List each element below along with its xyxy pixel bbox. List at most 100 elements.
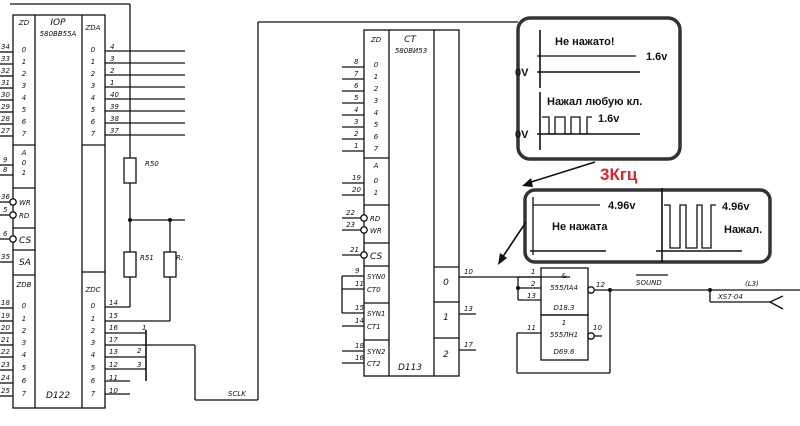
gate-symbol: &	[561, 272, 567, 280]
syn1-label: SYN1	[367, 310, 385, 318]
zd-bit: 6	[374, 133, 379, 141]
zda-bit: 5	[91, 106, 96, 114]
a-label: A	[373, 162, 379, 170]
arrow-head	[498, 253, 507, 265]
a-label: A	[21, 149, 27, 157]
pin-number: 18	[355, 342, 364, 350]
chip-name: D113	[398, 363, 422, 373]
zd-bit: 2	[22, 70, 27, 78]
frequency-label: 3Кгц	[600, 165, 638, 184]
zdc-bit: 6	[91, 377, 96, 385]
square-wave	[542, 116, 592, 135]
inversion-bubble	[360, 214, 368, 222]
zd-header: ZD	[18, 19, 30, 27]
counter-output: 1	[443, 313, 449, 323]
wire	[769, 301, 784, 310]
pin-number: 16	[109, 324, 118, 332]
zd-bit: 4	[374, 109, 378, 117]
pin-number: 16	[355, 354, 364, 362]
scope-title: Нажал любую кл.	[547, 96, 642, 108]
zd-bit: 3	[374, 97, 378, 105]
scope-box-keyboard	[516, 16, 682, 161]
pin-number: 25	[1, 387, 10, 395]
zdb-bit: 4	[22, 351, 26, 359]
pin-number: 31	[1, 79, 10, 87]
square-wave	[664, 204, 716, 249]
gate-part: 555ЛН1	[550, 331, 578, 339]
pin-number: 28	[1, 115, 10, 123]
zda-bit: 7	[91, 130, 96, 138]
a-bit: 1	[374, 189, 378, 197]
zda-bit: 3	[91, 82, 95, 90]
pin-number: 11	[109, 374, 118, 382]
r52-resistor	[163, 251, 177, 278]
zdc-bit: 0	[91, 302, 96, 310]
pin-number: 30	[1, 91, 10, 99]
pin-number: 13	[109, 348, 118, 356]
pin-number: 13	[464, 305, 473, 313]
zda-bit: 4	[91, 94, 95, 102]
pin-number: 21	[350, 246, 359, 254]
a-bit: 0	[374, 177, 379, 185]
pin-number: 11	[355, 280, 364, 288]
pin-number: 22	[1, 348, 10, 356]
pin-number: 3	[354, 118, 358, 126]
zdc-bit: 5	[91, 364, 96, 372]
chip-part: 580BИ53	[395, 47, 427, 55]
pin-number: 20	[352, 186, 361, 194]
chip-type: IOP	[50, 18, 66, 28]
zda-bit: 1	[91, 58, 95, 66]
ct0-label: CT0	[367, 286, 381, 294]
zd-bit: 4	[22, 94, 26, 102]
zdb-bit: 7	[22, 390, 27, 398]
output-bubble	[587, 332, 595, 340]
counter-output: 0	[443, 278, 449, 288]
wire	[769, 295, 784, 303]
pin-number: 4	[110, 43, 114, 51]
zdb-bit: 5	[22, 364, 27, 372]
rd-label: RD	[19, 212, 30, 220]
pin-number: 10	[593, 324, 602, 332]
pin-number: 11	[527, 324, 536, 332]
r51-resistor	[123, 251, 137, 278]
a-bit: 0	[22, 159, 27, 167]
zd-header: ZD	[370, 36, 382, 44]
ct1-label: CT1	[367, 323, 381, 331]
inversion-bubble	[360, 226, 368, 234]
zd-bit: 1	[22, 58, 26, 66]
zd-bit: 5	[374, 121, 379, 129]
zda-header: ZDA	[85, 24, 101, 32]
wr-label: WR	[19, 199, 31, 207]
zdb-bit: 2	[22, 327, 27, 335]
pin-number: 2	[110, 67, 115, 75]
pin-number: 40	[110, 91, 119, 99]
level-label: 1.6v	[598, 113, 620, 125]
pin-number: 39	[110, 103, 119, 111]
pin-number: 23	[346, 221, 355, 229]
inversion-bubble	[360, 251, 368, 259]
zdb-header: ZDB	[16, 281, 32, 289]
zd-bit: 7	[374, 145, 379, 153]
pin-number: 6	[354, 82, 359, 90]
zd-bit: 1	[374, 73, 378, 81]
pin-number: 20	[1, 324, 10, 332]
pin-number: 14	[109, 299, 118, 307]
line-label: (L3)	[745, 280, 759, 288]
level-label: 4.96v	[608, 200, 636, 212]
gate-symbol: 1	[562, 319, 566, 327]
pin-number: 12	[109, 361, 118, 369]
arrow	[527, 161, 596, 184]
pin-number: 10	[109, 387, 118, 395]
pin-number: 34	[1, 43, 10, 51]
scope-title: Не нажато!	[555, 36, 615, 48]
zdc-bit: 7	[91, 390, 96, 398]
arrow-head	[522, 178, 533, 187]
chip-part: 580BB55A	[40, 30, 77, 38]
zda-bit: 6	[91, 118, 96, 126]
zero-label: 0V	[515, 129, 529, 141]
pin-number: 15	[109, 312, 118, 320]
pin-number: 14	[355, 317, 364, 325]
pin-number: 1	[354, 142, 358, 150]
cs-bubble	[9, 235, 17, 243]
zero-label: 0V	[515, 67, 529, 79]
